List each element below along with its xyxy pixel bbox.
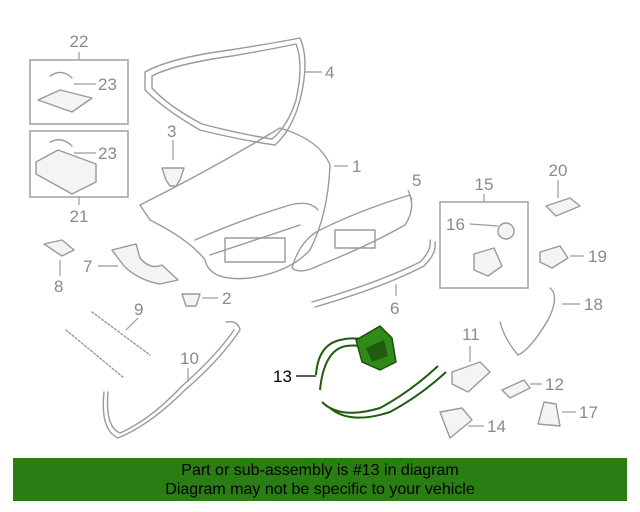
- part-20: [545, 180, 581, 217]
- callout-23-upper: 23: [98, 75, 117, 94]
- callout-16: 16: [446, 215, 465, 234]
- banner-line-2: Diagram may not be specific to your vehi…: [165, 481, 475, 498]
- callout-6: 6: [390, 299, 399, 318]
- callout-17: 17: [579, 403, 598, 422]
- info-banner: Part or sub-assembly is #13 in diagram D…: [13, 458, 627, 501]
- callout-18: 18: [584, 295, 603, 314]
- part-1-trunk-lid: [139, 127, 348, 280]
- part-12: [501, 379, 542, 399]
- part-19: [539, 245, 584, 269]
- part-10-harness: [102, 320, 241, 439]
- callout-20: 20: [549, 161, 568, 180]
- part-22-box: [29, 52, 129, 125]
- part-4-weatherstrip: [144, 37, 322, 146]
- callout-12: 12: [545, 375, 564, 394]
- callout-1: 1: [352, 157, 361, 176]
- callout-7: 7: [83, 257, 92, 276]
- part-3-clip: [161, 140, 185, 187]
- callout-19: 19: [588, 247, 607, 266]
- part-15-box: [439, 194, 529, 289]
- callout-2: 2: [222, 289, 231, 308]
- parts-diagram: 22 23 23 21 4 3 1 5: [29, 32, 607, 439]
- callout-3: 3: [167, 122, 176, 141]
- callout-21: 21: [70, 207, 89, 226]
- callout-5: 5: [412, 171, 421, 190]
- part-18-cable: [499, 287, 580, 356]
- callout-8: 8: [54, 277, 63, 296]
- part-9-strut: [65, 311, 151, 379]
- callout-13: 13: [273, 367, 292, 386]
- part-8: [43, 239, 75, 276]
- part-21-box: [29, 130, 129, 205]
- callout-4: 4: [325, 63, 334, 82]
- banner-line-1: Part or sub-assembly is #13 in diagram: [181, 462, 459, 479]
- callout-15: 15: [475, 175, 494, 194]
- part-5-garnish: [291, 189, 413, 272]
- callout-14: 14: [487, 417, 506, 436]
- part-11: [451, 346, 491, 393]
- part-2-clip: [181, 293, 218, 307]
- part-6-molding: [311, 239, 436, 308]
- callout-10: 10: [180, 349, 199, 368]
- part-17: [537, 401, 576, 427]
- callout-23-lower: 23: [98, 144, 117, 163]
- part-13-latch-assembly: [296, 325, 447, 419]
- callout-9: 9: [134, 300, 143, 319]
- callout-11: 11: [462, 325, 480, 344]
- part-7-bracket: [98, 243, 179, 285]
- part-14: [439, 407, 484, 439]
- callout-22: 22: [70, 32, 89, 51]
